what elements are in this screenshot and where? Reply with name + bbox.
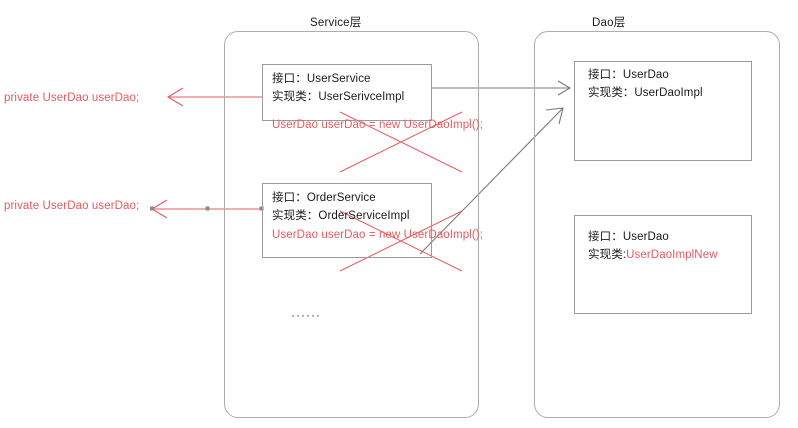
class-box-user-service[interactable] — [262, 64, 432, 121]
user-dao-new-impl-name: UserDaoImplNew — [626, 249, 718, 261]
class-box-order-service[interactable] — [262, 183, 432, 258]
order-service-impl-label: 实现类： — [272, 210, 319, 222]
class-box-user-dao-new[interactable] — [574, 215, 752, 314]
order-service-impl-name: OrderServiceImpl — [318, 210, 410, 222]
service-layer-title: Service层 — [310, 17, 362, 29]
dao-layer-title: Dao层 — [592, 17, 626, 29]
user-dao-new-interface-line: 接口：UserDao — [588, 228, 669, 244]
user-dao-interface-line: 接口：UserDao — [588, 66, 669, 82]
user-service-interface-line: 接口：UserService — [272, 70, 371, 86]
user-service-interface-label: 接口： — [272, 73, 307, 85]
dao-layer-panel[interactable] — [534, 31, 780, 418]
user-dao-interface-name: UserDao — [622, 69, 669, 81]
order-service-interface-label: 接口： — [272, 192, 307, 204]
selection-handle-start[interactable] — [150, 206, 154, 211]
user-service-interface-name: UserService — [306, 73, 371, 85]
field-annotation-user-service: private UserDao userDao; — [4, 92, 140, 104]
class-box-user-dao[interactable] — [574, 61, 752, 161]
user-service-impl-name: UserSerivceImpl — [318, 91, 405, 103]
user-dao-new-interface-label: 接口： — [588, 231, 623, 243]
order-service-impl-line: 实现类：OrderServiceImpl — [272, 207, 409, 223]
user-dao-interface-label: 接口： — [588, 69, 623, 81]
service-layer-panel[interactable] — [224, 31, 479, 418]
selection-handle-mid[interactable] — [205, 206, 210, 211]
user-dao-impl-line: 实现类：UserDaoImpl — [588, 84, 703, 100]
order-service-interface-line: 接口：OrderService — [272, 189, 376, 205]
order-service-code-line: UserDao userDao = new UserDaoImpl(); — [272, 229, 483, 241]
user-service-code-line: UserDao userDao = new UserDaoImpl(); — [272, 119, 483, 131]
user-dao-impl-label: 实现类： — [588, 87, 635, 99]
user-dao-new-impl-line: 实现类:UserDaoImplNew — [588, 246, 718, 262]
user-service-impl-line: 实现类：UserSerivceImpl — [272, 88, 404, 104]
user-dao-impl-name: UserDaoImpl — [634, 87, 703, 99]
user-dao-new-interface-name: UserDao — [622, 231, 669, 243]
service-layer-ellipsis: ······ — [291, 308, 321, 322]
user-dao-new-impl-label: 实现类: — [588, 249, 627, 261]
field-annotation-order-service: private UserDao userDao; — [4, 200, 140, 212]
order-service-interface-name: OrderService — [306, 192, 376, 204]
user-service-impl-label: 实现类： — [272, 91, 319, 103]
